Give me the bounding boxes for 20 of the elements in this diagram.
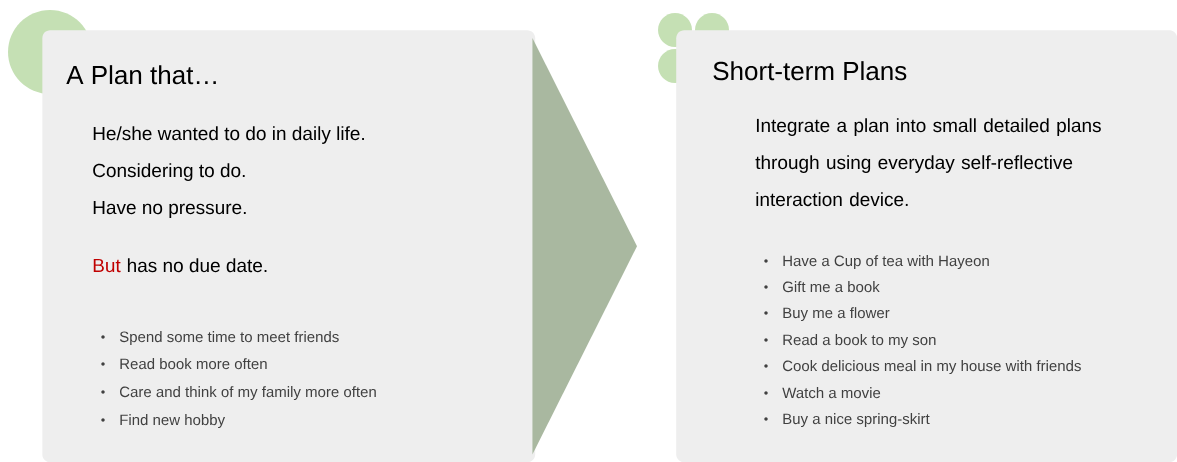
text-line: Considering to do.: [93, 163, 245, 181]
emphasis-word: But: [93, 258, 121, 273]
bullet-item: Care and think of my family more often: [101, 386, 376, 401]
bullet-item: Read a book to my son: [764, 334, 936, 349]
card-title: Short-term Plans: [713, 61, 907, 81]
bullet-item: Read book more often: [101, 358, 267, 370]
chevron-arrow: [532, 38, 637, 455]
paragraph: Integrate a plan into small detailed plans through using everyday self-reflective interaction device.: [755, 118, 1101, 207]
bullet-item: Have a Cup of tea with Hayeon: [764, 255, 989, 270]
text-line: He/she wanted to do in daily life.: [93, 126, 364, 144]
card-title: A Plan that…: [66, 65, 216, 85]
bullet-item: Buy a nice spring-skirt: [764, 413, 930, 428]
text-line: Have no pressure.: [93, 200, 246, 218]
bullet-item: Spend some time to meet friends: [101, 331, 339, 346]
text-line: has no due date.: [127, 258, 267, 273]
bullet-item: Watch a movie: [764, 387, 881, 399]
bullet-item: Find new hobby: [101, 414, 226, 429]
bullet-item: Buy me a flower: [764, 307, 890, 322]
bullet-item: Gift me a book: [764, 281, 880, 293]
bullet-item: Cook delicious meal in my house with friends: [764, 360, 1081, 375]
